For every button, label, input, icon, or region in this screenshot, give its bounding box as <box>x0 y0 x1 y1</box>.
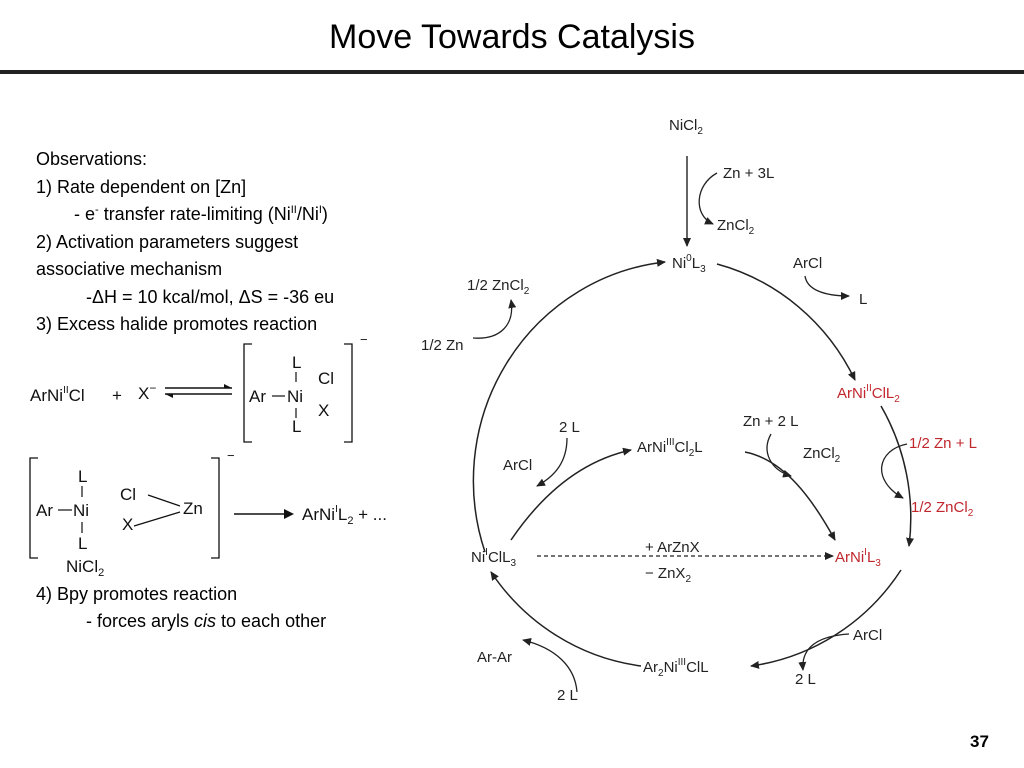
cycle-zncl2-inner: ZnCl2 <box>803 445 841 465</box>
ts-product: ArNiIL2 + ... <box>302 504 387 527</box>
inner-arc-right <box>744 451 836 541</box>
zn-2l-curve <box>766 433 792 478</box>
complex-x: X <box>318 401 329 420</box>
outer-arc-top-right <box>716 263 856 381</box>
cycle-arnii-l3: ArNiIL3 <box>835 547 881 569</box>
equilibrium-halide: X− <box>138 381 156 403</box>
half-zn-left-curve <box>472 299 517 339</box>
ts-charge: − <box>227 448 235 463</box>
cycle-arnii-cll2: ArNiIIClL2 <box>837 383 900 405</box>
ts-x: X <box>122 515 133 534</box>
bond <box>133 511 181 527</box>
observations-heading: Observations: <box>36 149 148 169</box>
ts-nicl2: NiCl2 <box>66 557 104 579</box>
cycle-half-zn-l: 1/2 Zn + L <box>909 435 977 452</box>
complex-l-bottom: L <box>292 417 301 436</box>
cycle-arnii-iii: ArNiIIICl2L <box>637 437 703 459</box>
outer-arc-bottom-right <box>750 569 902 669</box>
cycle-ni0l3: Ni0L3 <box>672 253 706 275</box>
cycle-zncl2-top: ZnCl2 <box>717 217 755 237</box>
cycle-half-zncl2-right: 1/2 ZnCl2 <box>911 499 974 519</box>
cycle-zn-2l: Zn + 2 L <box>743 413 798 430</box>
observation-2: 2) Activation parameters suggest <box>36 231 299 252</box>
observation-4-block: 4) Bpy promotes reaction - forces aryls … <box>36 581 416 635</box>
cycle-plus-arznx: + ArZnX <box>645 539 700 556</box>
arcl-bottom-curve <box>798 633 850 671</box>
equilibrium-reactant: ArNiIICl <box>30 385 85 405</box>
ts-cl: Cl <box>120 485 136 504</box>
observations-list: Observations: 1) Rate dependent on [Zn] … <box>36 146 416 339</box>
right-comproportionation-curve <box>881 443 908 499</box>
complex-left-bracket <box>243 343 252 443</box>
cycle-l-top: L <box>859 291 867 308</box>
page-number: 37 <box>970 732 989 751</box>
observation-3: 3) Excess halide promotes reaction <box>36 314 318 334</box>
cycle-zn-3l: Zn + 3L <box>723 165 774 182</box>
complex-ar: Ar <box>249 387 266 406</box>
zn-3l-curve <box>698 172 718 225</box>
reductive-elimination-curve <box>522 638 578 693</box>
forward-arrowhead <box>224 384 232 388</box>
observation-2-cont: associative mechanism <box>36 259 223 279</box>
cycle-precatalyst: NiCl2 <box>669 117 703 137</box>
observation-1: 1) Rate dependent on [Zn] <box>36 176 247 197</box>
outer-arc-bottom-left <box>490 571 642 667</box>
ts-zn: Zn <box>183 499 203 518</box>
observation-1-detail: - e- transfer rate-limiting (NiII/NiI) <box>74 204 328 224</box>
cycle-nii-cll3: NiIClL3 <box>471 547 516 569</box>
cycle-half-zncl2-left: 1/2 ZnCl2 <box>467 277 530 297</box>
complex-cl: Cl <box>318 369 334 388</box>
equilibrium-plus: + <box>112 386 122 405</box>
cycle-arcl-bottom: ArCl <box>853 627 882 644</box>
ts-left-bracket <box>29 457 38 559</box>
ts-l-top: L <box>78 467 87 486</box>
reverse-arrowhead <box>165 394 173 398</box>
outer-arc-left-top <box>472 258 666 553</box>
observation-4-detail: - forces aryls cis to each other <box>86 611 327 631</box>
complex-right-bracket <box>344 343 353 443</box>
catalytic-cycle: NiCl2 Zn + 3L ZnCl2 Ni0L3 ArCl L 1/2 ZnC… <box>421 117 977 704</box>
arcl-top-curve <box>804 275 850 300</box>
cycle-ar2niiii: Ar2NiIIIClL <box>643 657 709 679</box>
ts-ar: Ar <box>36 501 53 520</box>
title-divider <box>0 70 1024 74</box>
complex-l-top: L <box>292 353 301 372</box>
ts-l-bottom: L <box>78 534 87 553</box>
complex-charge: − <box>360 332 368 347</box>
cycle-two-l-inner: 2 L <box>559 419 580 436</box>
bond <box>147 494 181 507</box>
observation-2-params: -ΔH = 10 kcal/mol, ΔS = -36 eu <box>86 286 335 307</box>
observation-4: 4) Bpy promotes reaction <box>36 584 238 604</box>
ts-arrowhead <box>284 509 294 519</box>
cycle-two-l-bottom-right: 2 L <box>795 671 816 688</box>
outer-arc-right <box>880 405 914 547</box>
ts-ni: Ni <box>73 501 89 520</box>
mechanism-structures: ArNiIICl + X− − L Ar Ni Cl X L − L Ar Ni… <box>29 332 387 579</box>
cycle-ar-ar: Ar-Ar <box>477 649 512 666</box>
cycle-minus-znx2: − ZnX2 <box>645 565 691 585</box>
inner-two-l-curve <box>536 437 568 487</box>
complex-ni: Ni <box>287 387 303 406</box>
cycle-arcl-inner: ArCl <box>503 457 532 474</box>
cycle-two-l-bottom-left: 2 L <box>557 687 578 704</box>
inner-arc-left <box>510 447 632 541</box>
cycle-half-zn-left: 1/2 Zn <box>421 337 464 354</box>
cycle-arcl-top: ArCl <box>793 255 822 272</box>
slide-title: Move Towards Catalysis <box>329 18 695 56</box>
ts-right-bracket <box>211 457 220 559</box>
